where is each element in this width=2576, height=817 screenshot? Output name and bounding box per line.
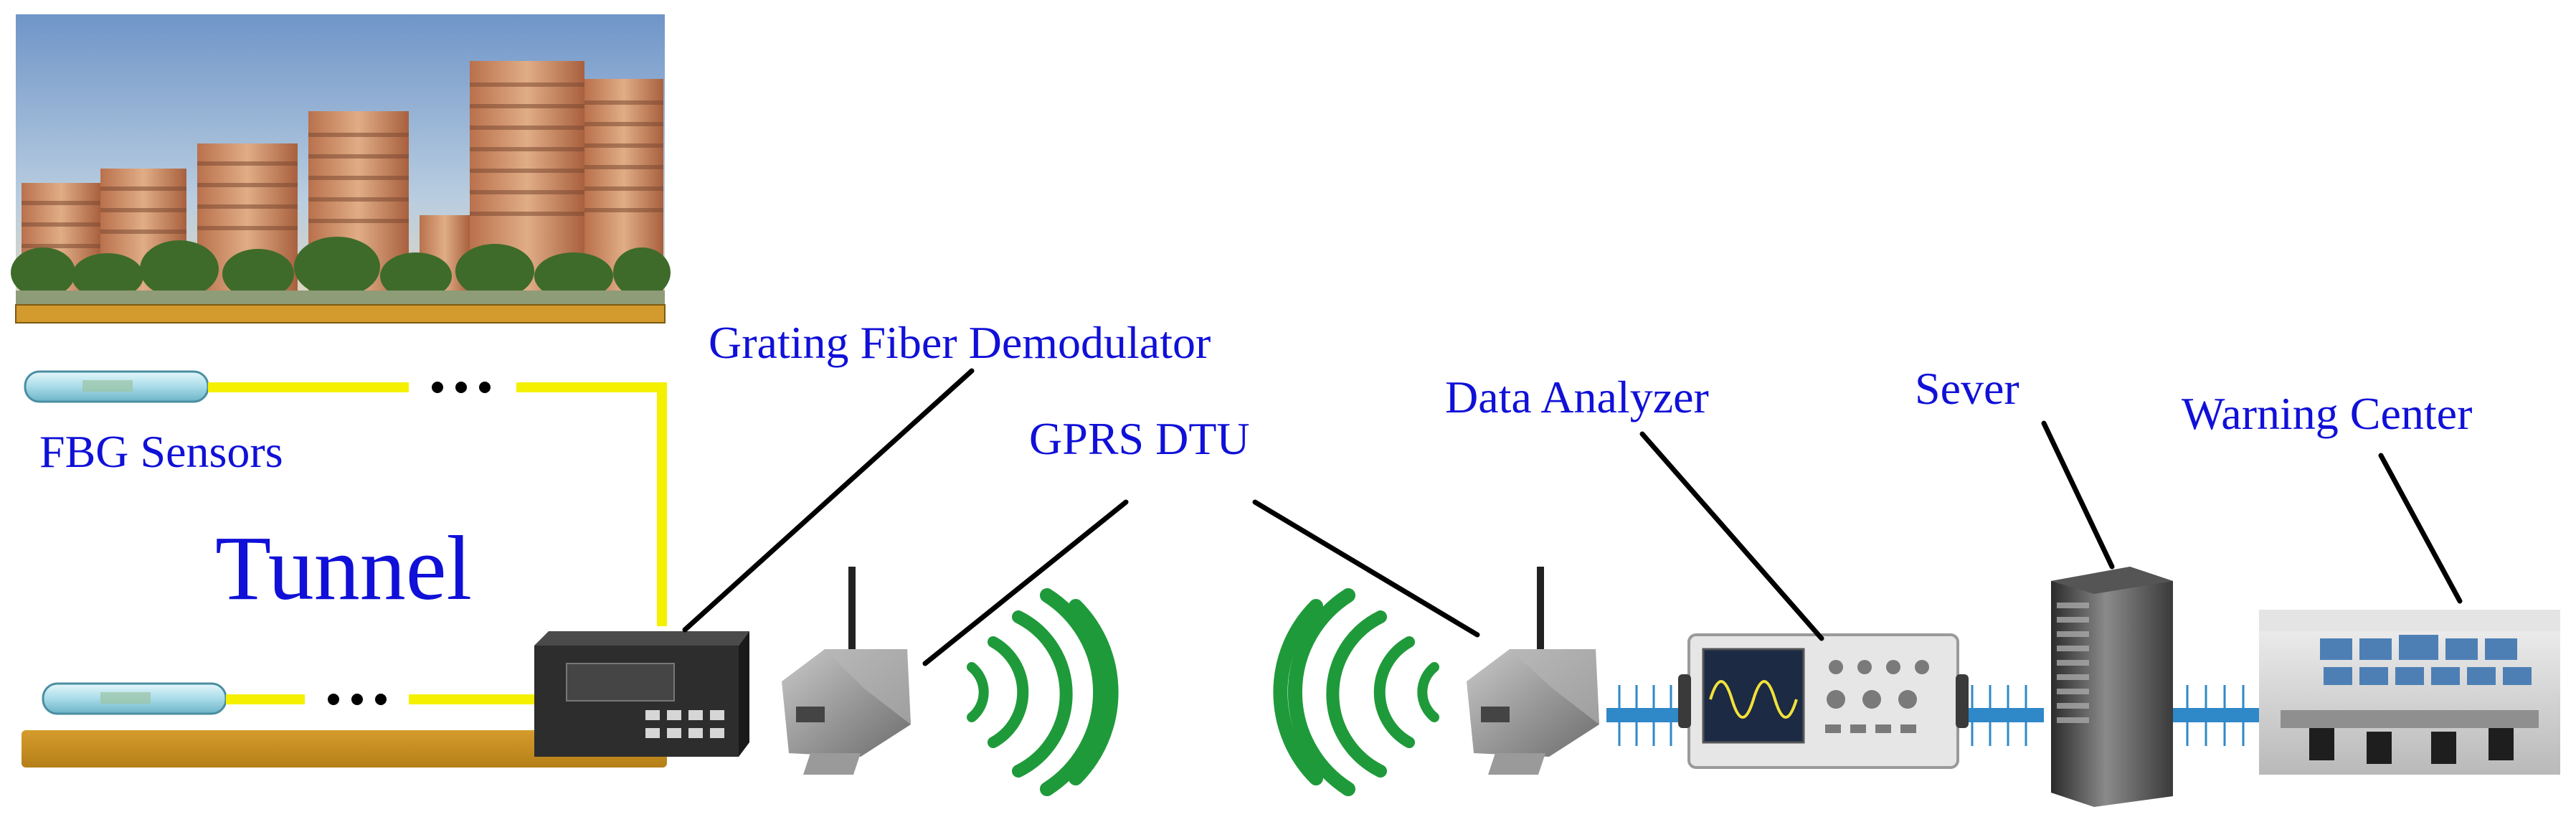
- label-sever: Sever: [1915, 363, 2019, 414]
- label-grating-fiber-demodulator: Grating Fiber Demodulator: [709, 317, 1211, 368]
- gprs-dtu-device-1: [782, 567, 911, 775]
- pointer-server: [2041, 420, 2115, 570]
- data-analyzer-device: [1678, 633, 1969, 769]
- city-buildings-image: [11, 14, 671, 324]
- signal-waves-incoming: [1273, 588, 1439, 796]
- ellipsis-bottom: [328, 694, 387, 705]
- ellipsis-top: [432, 382, 491, 393]
- label-warning-center: Warning Center: [2182, 388, 2473, 439]
- label-tunnel: Tunnel: [215, 517, 473, 619]
- fiber-line-bottom: [226, 694, 538, 704]
- fiber-line-top: [208, 382, 667, 626]
- pointer-demodulator: [682, 368, 975, 633]
- demodulator-device: [534, 631, 749, 757]
- pointer-dtu-2: [1252, 499, 1480, 638]
- label-data-analyzer: Data Analyzer: [1445, 372, 1709, 422]
- label-fbg-sensors: FBG Sensors: [39, 426, 283, 477]
- network-link-dtu-analyzer: [1606, 685, 1685, 746]
- pointer-data-analyzer: [1639, 431, 1824, 641]
- pointer-lines: [682, 368, 2463, 666]
- ground-bar: [22, 730, 667, 768]
- pointer-warning-center: [2378, 453, 2463, 604]
- gprs-dtu-device-2: [1467, 567, 1599, 775]
- pointer-dtu-1: [922, 499, 1129, 666]
- fbg-sensor-bottom: [42, 682, 227, 715]
- network-link-server-warning: [2173, 685, 2266, 746]
- label-gprs-dtu: GPRS DTU: [1029, 413, 1250, 464]
- network-link-analyzer-server: [1958, 685, 2044, 746]
- signal-waves-outgoing: [967, 588, 1119, 796]
- warning-center-image: [2259, 610, 2560, 775]
- server-rack: [2051, 567, 2173, 807]
- fbg-sensor-top: [24, 370, 209, 403]
